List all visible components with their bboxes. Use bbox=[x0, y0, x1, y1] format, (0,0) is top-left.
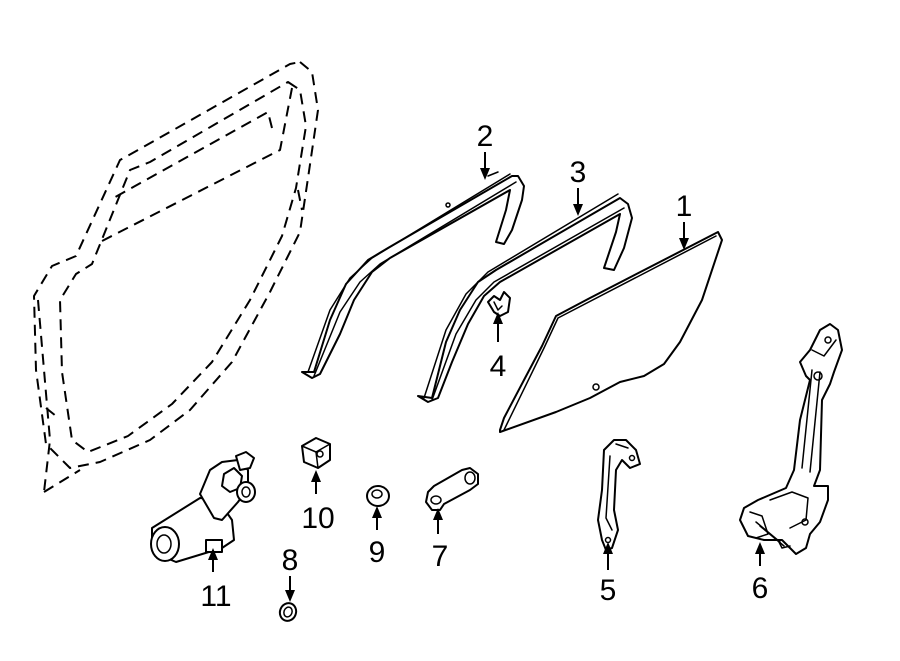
regulator-bracket bbox=[597, 439, 641, 551]
door-glass bbox=[499, 231, 723, 433]
callout-3: 3 bbox=[570, 156, 587, 189]
callout-9: 9 bbox=[369, 536, 386, 569]
callout-6: 6 bbox=[752, 572, 769, 605]
callout-11: 11 bbox=[200, 580, 231, 613]
door-outline bbox=[33, 61, 319, 493]
callout-7: 7 bbox=[432, 540, 449, 573]
spacer-block bbox=[301, 437, 331, 469]
callout-labels: 2 3 1 4 5 6 7 8 9 10 11 bbox=[200, 120, 768, 613]
callout-8: 8 bbox=[282, 544, 299, 577]
bushing bbox=[366, 485, 390, 507]
window-crank-handle bbox=[425, 467, 479, 511]
callout-4: 4 bbox=[490, 350, 507, 383]
callout-arrows bbox=[208, 152, 765, 602]
run-channel-rear bbox=[417, 193, 633, 403]
run-channel-front bbox=[301, 171, 525, 379]
o-ring bbox=[278, 602, 298, 622]
window-regulator bbox=[739, 323, 843, 555]
callout-10: 10 bbox=[301, 502, 334, 535]
callout-5: 5 bbox=[600, 574, 617, 607]
glass-clip bbox=[487, 291, 511, 317]
window-motor bbox=[150, 451, 256, 563]
callout-2: 2 bbox=[477, 120, 494, 153]
callout-1: 1 bbox=[676, 190, 693, 223]
